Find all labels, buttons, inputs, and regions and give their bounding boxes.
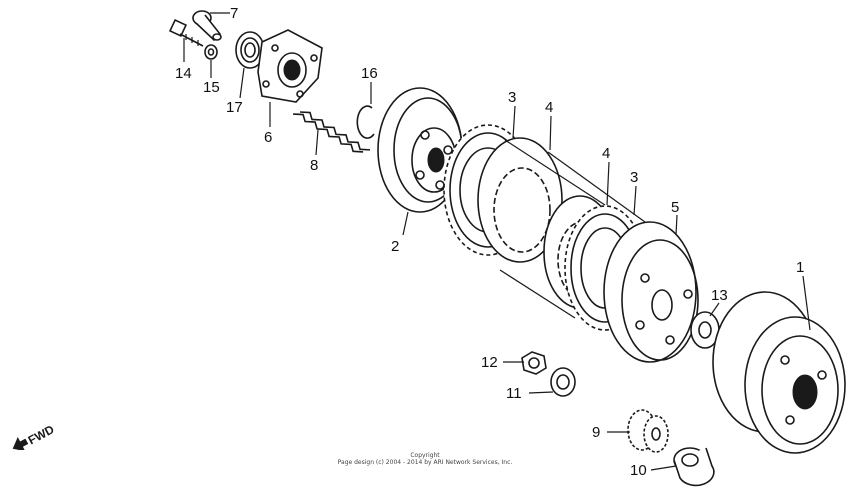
callout-13: 13: [711, 287, 728, 304]
part-6-lifter-plate: [257, 29, 323, 103]
part-1-clutch-outer: [712, 291, 846, 454]
callout-1: 1: [796, 259, 804, 276]
part-10-bushing: [673, 447, 715, 487]
callout-8: 8: [310, 157, 318, 174]
forward-arrow-icon: FWD: [12, 422, 57, 450]
part-13-lock-washer: [690, 311, 720, 349]
part-8-spring: [293, 111, 371, 153]
part-7-collar: [192, 10, 222, 42]
callout-15: 15: [203, 79, 220, 96]
callout-12: 12: [481, 354, 498, 371]
callout-10: 10: [630, 462, 647, 479]
callout-2: 2: [391, 238, 399, 255]
copyright-line-2: Page design (c) 2004 - 2014 by ARI Netwo…: [337, 459, 513, 466]
copyright-line-1: Copyright: [410, 452, 440, 459]
part-9-gear: [627, 409, 669, 453]
callout-labels: 1 2 3 3 4 4 5 6 7 8 9 10 11 12 13 14 15 …: [175, 5, 804, 479]
part-2-pressure-plate: [377, 87, 463, 213]
part-12-nut: [521, 351, 547, 375]
callout-14: 14: [175, 65, 192, 82]
callout-3b: 3: [630, 169, 638, 186]
part-5-clutch-center: [603, 221, 699, 363]
copyright-notice: Copyright Page design (c) 2004 - 2014 by…: [300, 452, 550, 466]
callout-4a: 4: [545, 99, 553, 116]
callout-7: 7: [230, 5, 238, 22]
assembly-outline: [499, 139, 646, 319]
part-14-bolt: [168, 18, 204, 47]
part-15-washer: [204, 44, 218, 60]
part-11-washer: [550, 367, 576, 397]
callout-4b: 4: [602, 145, 610, 162]
callout-17: 17: [226, 99, 243, 116]
part-4a-clutch-plate: [477, 137, 563, 263]
part-16-circlip: [356, 105, 375, 139]
leader-lines: [183, 12, 811, 471]
fwd-label: FWD: [26, 422, 57, 447]
callout-5: 5: [671, 199, 679, 216]
callout-3a: 3: [508, 89, 516, 106]
callout-11: 11: [506, 385, 522, 402]
callout-9: 9: [592, 424, 600, 441]
callout-6: 6: [264, 129, 272, 146]
callout-16: 16: [361, 65, 378, 82]
